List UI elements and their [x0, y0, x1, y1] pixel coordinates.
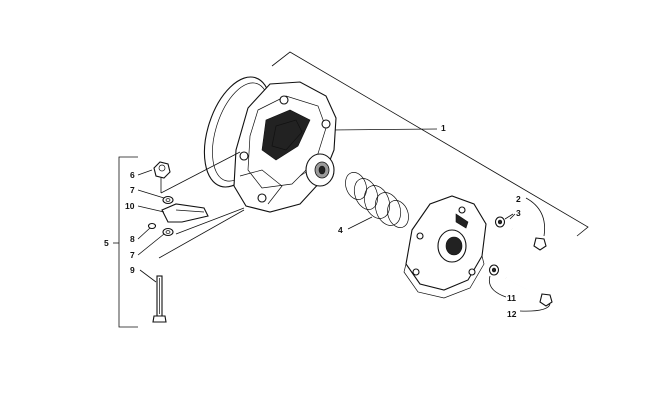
callout-7-upper: 7 — [130, 185, 135, 195]
washer-7-lower — [162, 227, 174, 237]
leader-3 — [504, 213, 514, 220]
washer-11 — [488, 264, 500, 276]
callout-3: 3 — [516, 208, 521, 218]
callout-1: 1 — [441, 123, 446, 133]
leader-6-label — [137, 169, 153, 176]
arm-10 — [161, 203, 209, 223]
callout-4: 4 — [338, 225, 343, 235]
washer-8 — [147, 222, 157, 230]
leader-7a — [137, 189, 165, 199]
leader-9-housing — [158, 209, 245, 259]
callout-11: 11 — [507, 293, 516, 303]
bolt-2 — [511, 228, 547, 251]
cover-plate — [403, 195, 487, 299]
nut-6 — [153, 161, 171, 179]
leader-8 — [137, 227, 151, 240]
callout-9: 9 — [130, 265, 135, 275]
leader-4 — [347, 216, 373, 230]
callout-5: 5 — [104, 238, 109, 248]
clutch-housing — [233, 81, 337, 213]
callout-2: 2 — [516, 194, 521, 204]
leader-9 — [139, 269, 157, 283]
callout-6: 6 — [130, 170, 135, 180]
washer-7-upper — [162, 195, 174, 205]
callout-8: 8 — [130, 234, 135, 244]
leader-11-12-bracket — [488, 275, 551, 312]
spring-4 — [345, 172, 409, 228]
group-bracket-5 — [113, 156, 138, 328]
assembly-bracket-1 — [271, 51, 589, 237]
callout-7-lower: 7 — [130, 250, 135, 260]
callout-12: 12 — [507, 309, 517, 319]
washer-3 — [494, 216, 506, 228]
pin-9 — [152, 275, 167, 323]
bolt-12 — [505, 277, 553, 307]
leader-arm-housing — [175, 207, 245, 235]
leader-2-bracket — [509, 197, 545, 237]
leader-1 — [330, 128, 438, 131]
leader-7b — [137, 233, 165, 256]
leader-10 — [137, 205, 165, 213]
callout-10: 10 — [125, 201, 135, 211]
leader-6-sheave — [160, 151, 241, 194]
